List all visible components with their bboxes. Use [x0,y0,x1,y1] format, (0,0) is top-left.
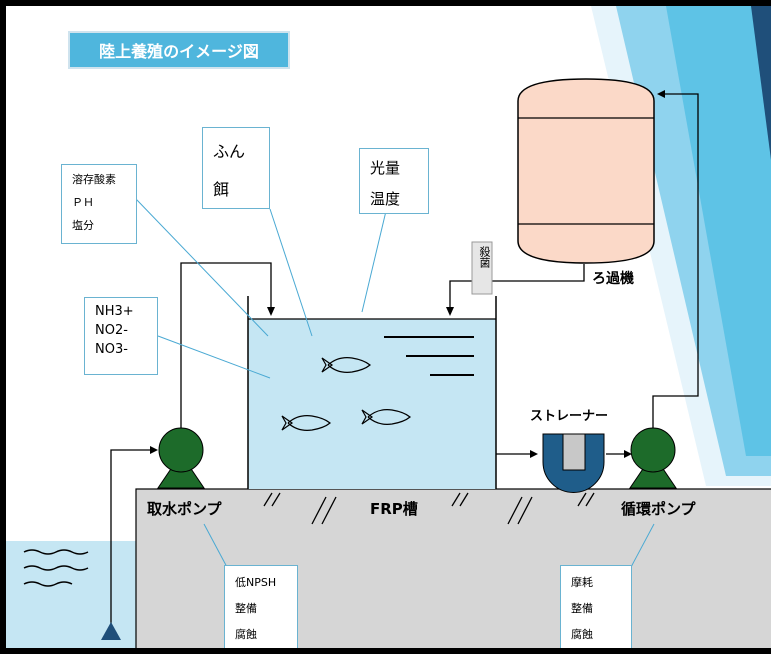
water-quality-item: 塩分 [72,219,94,232]
nitrogen-box: NH3+ NO2- NO3- [84,297,158,375]
intake-issue-item: 整備 [235,602,257,615]
wave-1 [23,549,89,555]
intake-issue-item: 低NPSH [235,576,277,589]
hatch-marks [263,492,595,525]
sea-water [6,541,141,648]
fish-3 [361,409,411,425]
intake-issue-item: 腐蝕 [235,628,257,641]
water-quality-item: ＰＨ [72,196,94,209]
strainer [542,433,605,493]
tank-label: FRP槽 [370,500,418,518]
circulation-issue-item: 腐蝕 [571,628,593,641]
circulation-issue-item: 整備 [571,602,593,615]
accent-stripe-dark [666,6,771,456]
wave-3 [23,581,73,587]
nitrogen-item: NO2- [95,323,128,338]
tank-water [248,319,496,489]
callout-lines [135,198,655,570]
circulation-issue-item: 摩耗 [571,576,593,589]
intake-pump-label: 取水ポンプ [147,500,222,518]
intake-strainer [101,622,121,640]
circulation-issues-box: 摩耗 整備 腐蝕 [560,565,632,648]
fish-1 [321,357,371,373]
accent-stripe-navy [751,6,771,160]
circulation-pump-label: 循環ポンプ [621,500,696,518]
intake-pump [157,427,205,489]
water-quality-box: 溶存酸素 ＰＨ 塩分 [61,164,137,244]
waste-feed-item: ふん [213,142,246,161]
diagram-title: 陸上養殖のイメージ図 [68,31,290,69]
nitrogen-item: NH3+ [95,304,134,319]
pipe-sea-to-pump [110,449,156,624]
waste-feed-item: 餌 [213,180,230,199]
pipe-intake-to-tank [180,262,272,436]
fish-2 [281,415,331,431]
fish-group [281,357,411,431]
sterilizer-body [471,241,493,295]
strainer-label: ストレーナー [530,409,609,424]
pipe-filter-to-tank [449,264,585,309]
circulation-pump [629,427,677,489]
light-temp-item: 光量 [370,159,401,177]
arrowheads [150,90,665,458]
pipe-pump-to-filter [652,93,699,434]
sterilizer-label: 殺菌 [478,246,491,268]
waste-feed-box: ふん 餌 [202,127,270,209]
nitrogen-item: NO3- [95,342,128,357]
water-quality-item: 溶存酸素 [72,173,116,186]
background-graphics [6,6,771,648]
pipes [110,93,699,624]
filter-tank [517,78,655,264]
light-temp-box: 光量 温度 [359,148,429,214]
light-temp-item: 温度 [370,190,401,208]
filter-label: ろ過機 [592,271,634,287]
wave-2 [23,565,89,571]
intake-issues-box: 低NPSH 整備 腐蝕 [224,565,298,648]
